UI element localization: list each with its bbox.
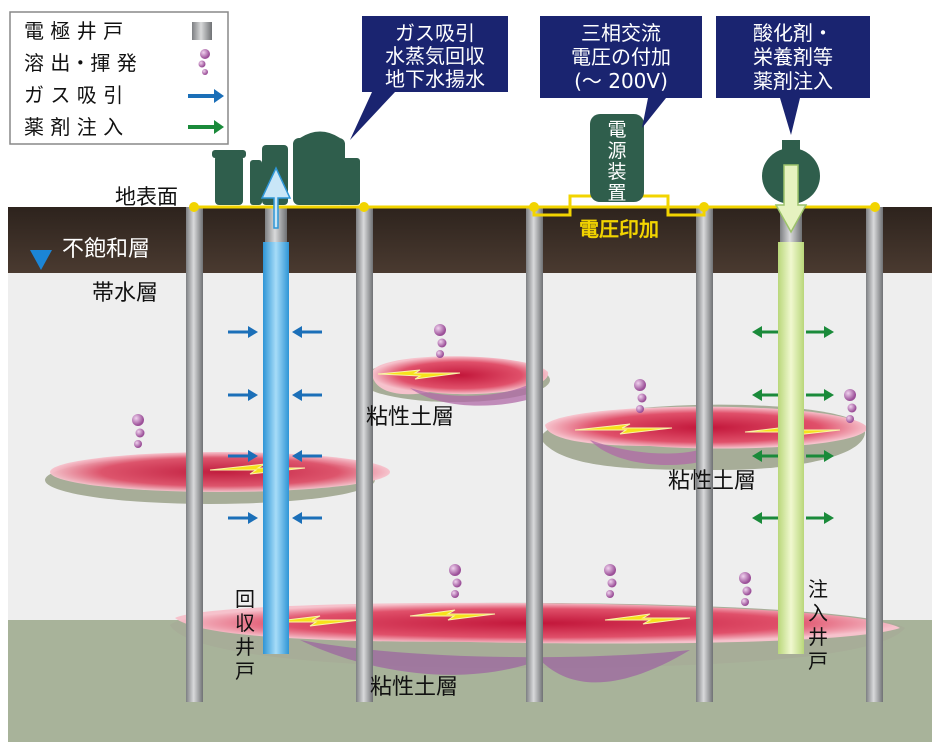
electrode-3: [526, 207, 543, 702]
recovery-well-char-1: 回: [235, 587, 255, 611]
recovery-well: [263, 207, 289, 654]
injection-well-char-2: 入: [808, 601, 828, 625]
callout-injection-line-1: 酸化剤・: [753, 21, 833, 45]
gas-suction-arrow: [228, 450, 258, 462]
chemical-injection-arrows: [752, 326, 834, 524]
chemical-injection-arrow: [752, 450, 778, 462]
gas-suction-arrow: [292, 512, 322, 524]
aquifer-label: 帯水層: [92, 281, 158, 306]
electrode-wells: [186, 207, 883, 702]
dissolution-bubble-icon: [634, 379, 647, 413]
recovery-well-char-4: 戸: [235, 659, 255, 683]
callout-voltage-line-1: 三相交流: [581, 21, 661, 45]
callout-voltage-line-3: (～ 200V): [574, 69, 668, 93]
recovery-well-char-2: 収: [235, 611, 255, 635]
injection-well-char-1: 注: [808, 577, 828, 601]
gas-suction-arrows: [228, 326, 322, 524]
dissolution-bubble-icon: [604, 564, 617, 598]
clay-layer-label-3: 粘性土層: [370, 675, 458, 700]
injection-well-char-3: 井: [808, 625, 828, 649]
injection-well: [778, 207, 804, 654]
surface-label: 地表面: [115, 185, 178, 209]
injection-tank: [762, 140, 820, 234]
power-unit-char-1: 電: [607, 119, 626, 141]
recovery-well-char-3: 井: [235, 635, 255, 659]
injection-well-char-4: 戸: [808, 649, 828, 673]
gas-suction-arrow: [292, 450, 322, 462]
legend-bubble-icon: [198, 49, 210, 75]
voltage-applied-label: 電圧印加: [579, 217, 659, 241]
electrode-2: [356, 207, 373, 702]
power-unit-char-4: 置: [607, 182, 626, 204]
chemical-injection-arrow: [806, 512, 834, 524]
gas-suction-arrow: [292, 326, 322, 338]
dissolution-bubble-icon: [449, 564, 462, 598]
callout-recovery: [350, 16, 508, 140]
gas-suction-arrow: [228, 389, 258, 401]
power-unit-char-2: 源: [607, 140, 626, 162]
callout-voltage-line-2: 電圧の付加: [571, 45, 671, 69]
chemical-injection-arrow: [806, 450, 834, 462]
electrode-5: [866, 207, 883, 702]
legend-electrode-swatch: [192, 22, 212, 40]
dissolution-bubble-icon: [132, 414, 145, 448]
power-unit-char-3: 装: [607, 161, 626, 183]
legend-gas-label: ガ ス 吸 引: [24, 83, 123, 107]
surface-wiring: [189, 194, 880, 217]
gas-suction-arrow: [228, 512, 258, 524]
dissolution-bubble-icon: [434, 324, 447, 358]
gas-suction-arrow: [228, 326, 258, 338]
dissolution-bubble-icon: [844, 389, 857, 423]
clay-lens-center: [360, 356, 550, 406]
water-table-icon: [30, 250, 52, 270]
power-supply-unit: [590, 114, 644, 202]
legend-chem-label: 薬 剤 注 入: [24, 115, 123, 139]
callout-recovery-line-1: ガス吸引: [395, 21, 475, 45]
callout-recovery-line-3: 地下水揚水: [385, 67, 485, 91]
legend-chem-arrow-icon: [188, 120, 224, 134]
clay-layer-label-2: 粘性土層: [668, 469, 756, 494]
callout-injection-line-3: 薬剤注入: [753, 69, 833, 93]
gas-suction-arrow: [292, 389, 322, 401]
callout-injection-line-2: 栄養剤等: [753, 45, 833, 69]
legend-electrode-label: 電 極 井 戸: [24, 19, 123, 43]
chemical-injection-arrow: [806, 389, 834, 401]
chemical-injection-arrow: [752, 389, 778, 401]
unsaturated-layer-label: 不飽和層: [62, 237, 150, 262]
chemical-injection-arrow: [806, 326, 834, 338]
legend-dissolution-label: 溶 出・揮 発: [24, 51, 137, 75]
dissolution-bubble-icon: [739, 572, 752, 606]
clay-layer-label-1: 粘性土層: [366, 405, 454, 430]
electrode-4: [696, 207, 713, 702]
gas-extraction-arrow: [260, 166, 292, 229]
chemical-injection-arrow: [752, 512, 778, 524]
dissolution-bubbles: [132, 324, 857, 606]
legend: [9, 11, 229, 145]
chemical-injection-arrow: [752, 326, 778, 338]
electrode-1: [186, 207, 203, 702]
callout-recovery-line-2: 水蒸気回収: [385, 44, 485, 68]
callout-voltage: [540, 16, 702, 128]
callout-injection: [716, 16, 870, 135]
legend-gas-arrow-icon: [188, 89, 224, 103]
